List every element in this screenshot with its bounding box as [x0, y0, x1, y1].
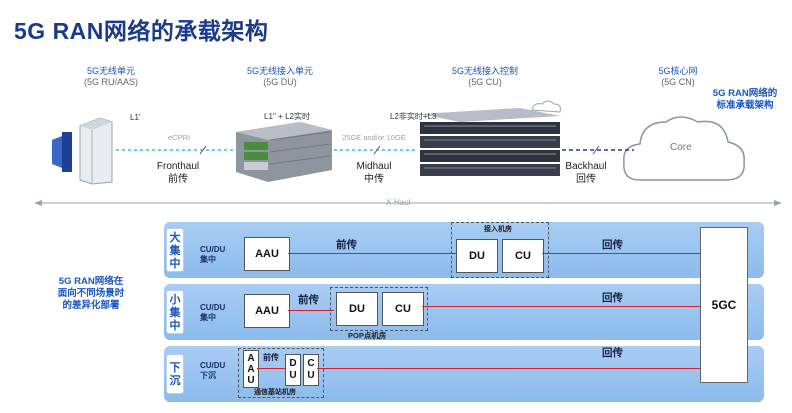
l1-label: L1' [130, 113, 141, 122]
du-subtitle: (5G DU) [263, 77, 297, 87]
row1-char2: 集 [169, 245, 181, 257]
ru-subtitle: (5G RU/AAS) [83, 77, 138, 87]
backhaul-cn: 回传 [576, 174, 596, 185]
row3-fronthaul-label: 前传 [263, 353, 279, 362]
xhaul-label: X-Haul [386, 198, 411, 207]
deployment-note-line1: 5G RAN网络在 [58, 276, 124, 287]
row2-fronthaul-line [288, 310, 334, 311]
row1-char3: 中 [169, 258, 181, 270]
row2-cudu: CU/DU 集中 [200, 303, 225, 323]
fronthaul-cn: 前传 [168, 174, 188, 185]
row2-char3: 中 [169, 320, 181, 332]
row3-du-char1: D [289, 358, 297, 369]
row2-char1: 小 [169, 294, 181, 306]
cu-server-rack-icon [420, 108, 560, 176]
deployment-note-line3: 的差异化部署 [62, 300, 120, 311]
cn-subtitle: (5G CN) [661, 77, 695, 87]
row2-char2: 集 [169, 307, 181, 319]
core-label: Core [670, 142, 692, 153]
cu-subtitle: (5G CU) [468, 77, 502, 87]
row2-pop-room-frame [330, 287, 428, 331]
row1-fronthaul-label: 前传 [336, 239, 357, 251]
row1-du-box: DU [456, 239, 498, 273]
ru-title: 5G无线单元 [86, 66, 135, 76]
row3-cudu: CU/DU 下沉 [200, 361, 225, 381]
row3-aau-box: A A U [243, 350, 259, 388]
top-illustration [34, 100, 782, 206]
midhaul-rate-label: 25GE and/or 10GE [342, 133, 406, 142]
row1-room-label: 接入机房 [484, 226, 512, 233]
midhaul-cn: 中传 [364, 174, 384, 185]
row3-cudu-title: CU/DU [200, 361, 226, 370]
row3-char1: 下 [169, 362, 181, 374]
deployment-note-line2: 面向不同场景时 [57, 288, 125, 299]
row1-aau-box: AAU [244, 237, 290, 271]
deployment-note: 5G RAN网络在 面向不同场景时 的差异化部署 [36, 276, 146, 312]
row2-aau-box: AAU [244, 294, 290, 328]
row2-cudu-mode: 集中 [200, 313, 216, 322]
row1-access-room-frame [451, 222, 549, 278]
fronthaul-en: Fronthaul [156, 161, 200, 172]
row3-aau-char2: A [247, 363, 255, 375]
row3-fronthaul-line [257, 368, 285, 369]
row2-cudu-title: CU/DU [200, 303, 226, 312]
cu-title: 5G无线接入控制 [451, 66, 518, 76]
row1-cudu-title: CU/DU [200, 245, 226, 254]
row3-aau-char3: U [247, 374, 255, 386]
ru-antenna-icon [52, 117, 113, 185]
row2-cu-box: CU [382, 292, 424, 326]
core-5gc-box: 5GC [700, 227, 748, 383]
du-chassis-icon [236, 122, 332, 182]
row-label-sunk: 下 沉 [166, 354, 184, 394]
row3-aau-char1: A [247, 352, 255, 364]
midhaul-caption: Midhaul 中传 [344, 160, 404, 186]
row3-char2: 沉 [169, 375, 181, 387]
row1-char1: 大 [169, 232, 181, 244]
core-cloud-icon [623, 116, 745, 181]
page-title: 5G RAN网络的承载架构 [14, 18, 269, 44]
row1-fronthaul-line [288, 253, 456, 254]
row-label-large-centralized: 大 集 中 [166, 228, 184, 272]
row1-backhaul-label: 回传 [602, 239, 623, 251]
row-label-small-centralized: 小 集 中 [166, 290, 184, 334]
cu-header: 5G无线接入控制 (5G CU) [430, 66, 540, 88]
l1-du-label: L1'' + L2实时 [264, 112, 310, 121]
row1-backhaul-line [542, 253, 700, 254]
row2-room-label: POP点机房 [348, 331, 387, 340]
standard-arch-note: 5G RAN网络的 标准承载架构 [700, 88, 790, 112]
row3-site-room-frame [238, 348, 324, 398]
row3-cudu-mode: 下沉 [200, 371, 216, 380]
band-sunk [164, 346, 764, 402]
du-title: 5G无线接入单元 [246, 66, 313, 76]
fronthaul-caption: Fronthaul 前传 [148, 160, 208, 186]
row2-backhaul-label: 回传 [602, 292, 623, 304]
row1-cu-box: CU [502, 239, 544, 273]
row3-room-label: 通信基站机房 [254, 389, 296, 396]
row3-cu-char1: C [307, 358, 315, 369]
row3-backhaul-label: 回传 [602, 347, 623, 359]
cn-header: 5G核心网 (5G CN) [638, 66, 718, 88]
row3-cu-box: C U [303, 354, 319, 386]
row2-backhaul-line [422, 306, 700, 307]
ecpri-label: eCPRI [168, 133, 191, 142]
small-cloud-icon [531, 100, 561, 113]
row2-fronthaul-label: 前传 [298, 294, 319, 306]
standard-arch-line1: 5G RAN网络的 [712, 88, 778, 99]
backhaul-caption: Backhaul 回传 [556, 160, 616, 186]
row2-du-box: DU [336, 292, 378, 326]
cn-title: 5G核心网 [658, 66, 698, 76]
row3-du-box: D U [285, 354, 301, 386]
row1-cudu-mode: 集中 [200, 255, 216, 264]
l2-cu-label: L2非实时+L3 [390, 112, 437, 121]
row3-cu-char2: U [307, 370, 315, 381]
row3-du-char2: U [289, 370, 297, 381]
row1-cudu: CU/DU 集中 [200, 245, 225, 265]
midhaul-en: Midhaul [356, 161, 392, 172]
backhaul-en: Backhaul [565, 161, 607, 172]
standard-arch-line2: 标准承载架构 [716, 100, 774, 111]
du-header: 5G无线接入单元 (5G DU) [230, 66, 330, 88]
ru-header: 5G无线单元 (5G RU/AAS) [66, 66, 156, 88]
row3-backhaul-line [317, 368, 700, 369]
